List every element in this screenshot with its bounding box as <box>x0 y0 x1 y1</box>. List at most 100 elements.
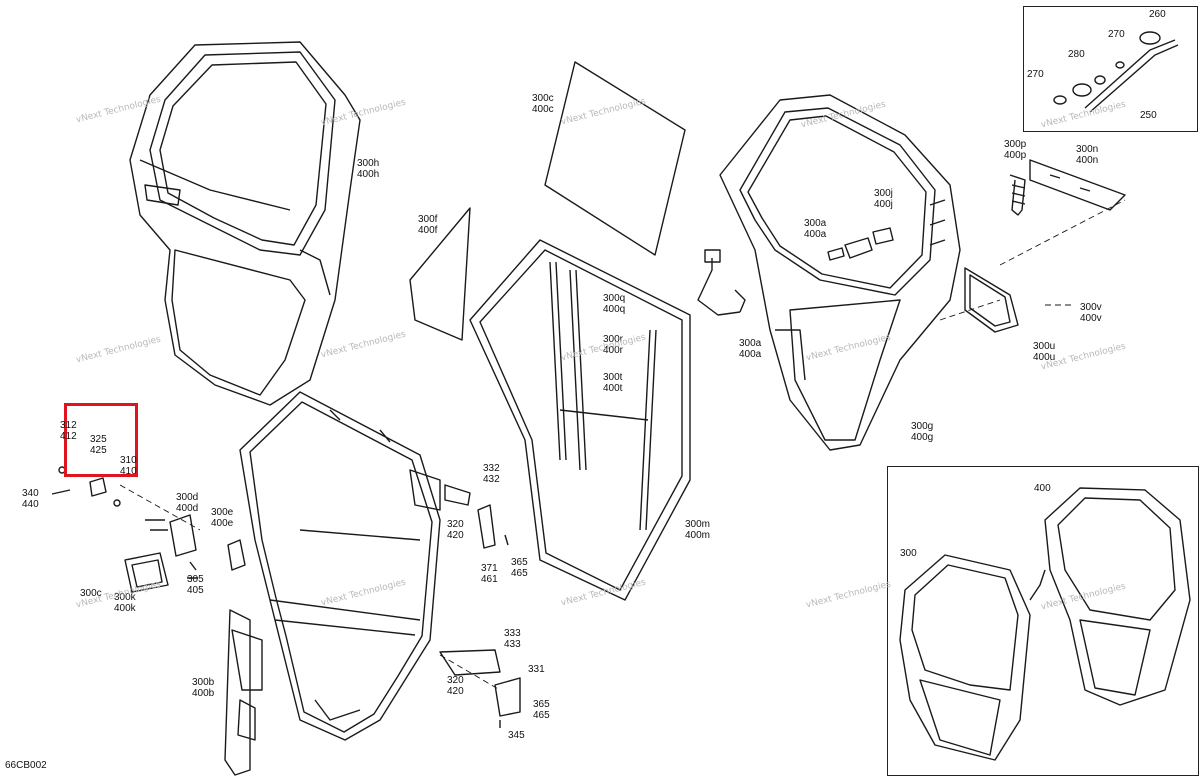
callout-line: 400b <box>192 688 215 699</box>
callout-line: 320 <box>447 519 464 530</box>
hinge-325 <box>89 477 107 497</box>
callout-line: 300r <box>603 334 624 345</box>
bracket-333 <box>439 649 501 676</box>
callout-line: 300t <box>603 372 623 383</box>
callout-line: 280 <box>1068 49 1085 60</box>
callout-line: 333 <box>504 628 521 639</box>
callout-345: 345 <box>508 730 525 741</box>
callout-line: 332 <box>483 463 500 474</box>
callout-line: 305 <box>187 574 204 585</box>
callout-331: 331 <box>528 664 545 675</box>
callout-line: 250 <box>1140 110 1157 121</box>
callout-line: 465 <box>511 568 528 579</box>
callout-280: 280 <box>1068 49 1085 60</box>
door-tube-frame <box>239 391 441 741</box>
callout-300c-low: 300c <box>80 588 102 599</box>
callout-300: 300 <box>900 548 917 559</box>
callout-line: 331 <box>528 664 545 675</box>
callout-line: 300c <box>80 588 102 599</box>
latch-300d <box>169 514 197 557</box>
callout-line: 270 <box>1027 69 1044 80</box>
callout-line: 270 <box>1108 29 1125 40</box>
callout-line: 412 <box>60 431 77 442</box>
callout-line: 300v <box>1080 302 1102 313</box>
callout-line: 400n <box>1076 155 1099 166</box>
door-outer-shell-left <box>129 41 361 406</box>
callout-line: 400m <box>685 530 711 541</box>
callout-line: 300f <box>418 214 438 225</box>
callout-line: 433 <box>504 639 521 650</box>
callout-line: 400r <box>603 345 624 356</box>
callout-line: 300e <box>211 507 234 518</box>
window-seal-frame <box>469 239 691 601</box>
window-regulator <box>224 609 263 776</box>
callout-line: 340 <box>22 488 39 499</box>
callout-260: 260 <box>1149 9 1166 20</box>
window-glass-large <box>544 61 686 256</box>
callout-line: 400t <box>603 383 623 394</box>
callout-line: 400p <box>1004 150 1027 161</box>
callout-line: 300u <box>1033 341 1056 352</box>
inset-frame-assembled-doors <box>887 466 1199 776</box>
spring-clip <box>1009 174 1026 216</box>
callout-line: 300j <box>874 188 893 199</box>
mirror-300u <box>964 267 1019 333</box>
inset-frame-mirror <box>1023 6 1198 132</box>
highlight-box <box>64 403 138 477</box>
callout-line: 300a <box>739 338 762 349</box>
callout-line: 300k <box>114 592 136 603</box>
callout-line: 400u <box>1033 352 1056 363</box>
callout-270-left: 270 <box>1027 69 1044 80</box>
callout-line: 400e <box>211 518 234 529</box>
callout-line: 300c <box>532 93 554 104</box>
callout-line: 300p <box>1004 139 1027 150</box>
bracket-331 <box>494 677 521 717</box>
bracket-300e <box>227 539 246 571</box>
callout-line: 400q <box>603 304 626 315</box>
callout-line: 300q <box>603 293 626 304</box>
bracket-332 <box>444 484 471 506</box>
callout-line: 325 <box>90 434 107 445</box>
callout-line: 465 <box>533 710 550 721</box>
callout-line: 461 <box>481 574 498 585</box>
callout-line: 300a <box>804 218 827 229</box>
callout-line: 300h <box>357 158 380 169</box>
callout-line: 345 <box>508 730 525 741</box>
callout-line: 260 <box>1149 9 1166 20</box>
inset-assembled-doors <box>899 487 1191 761</box>
callout-line: 410 <box>120 466 137 477</box>
callout-line: 405 <box>187 585 204 596</box>
callout-line: 400h <box>357 169 380 180</box>
callout-line: 320 <box>447 675 464 686</box>
wire-harness <box>697 258 746 316</box>
callout-line: 432 <box>483 474 500 485</box>
callout-line: 400c <box>532 104 554 115</box>
door-inner-shell-right <box>719 94 961 451</box>
latch-handle-assembly <box>827 227 894 261</box>
callout-line: 312 <box>60 420 77 431</box>
callout-line: 400j <box>874 199 893 210</box>
callout-line: 420 <box>447 530 464 541</box>
callout-line: 440 <box>22 499 39 510</box>
callout-line: 425 <box>90 445 107 456</box>
callout-line: 400f <box>418 225 438 236</box>
